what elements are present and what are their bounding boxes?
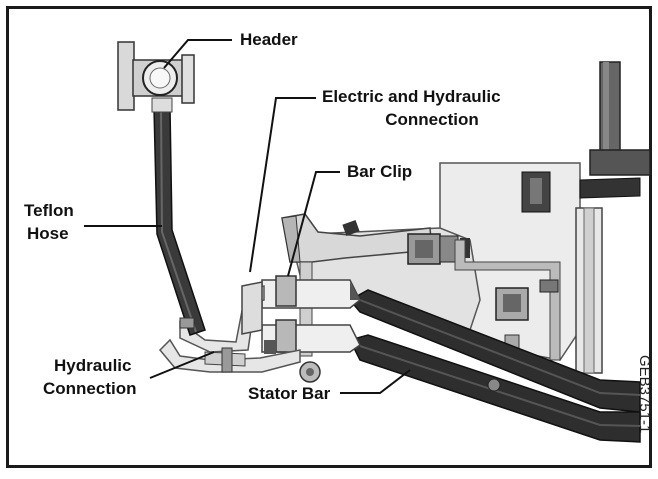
label-teflon-line2: Hose: [27, 224, 69, 243]
leader-bar-clip: [287, 171, 340, 277]
label-bar-clip: Bar Clip: [347, 162, 413, 181]
label-stator-bar: Stator Bar: [248, 384, 331, 403]
leader-stator-bar: [340, 369, 411, 394]
label-header: Header: [240, 30, 298, 49]
leader-electric-hydraulic: [249, 97, 316, 273]
hydraulic-tubing: [158, 281, 301, 373]
label-electric-hydraulic-line1: Electric and Hydraulic: [322, 87, 501, 106]
figure-id: GEB3751-1: [636, 355, 653, 434]
label-electric-hydraulic-line2: Connection: [385, 110, 479, 129]
stator-bars: [348, 289, 641, 443]
leader-lines: [84, 39, 411, 394]
header-manifold: [117, 41, 195, 111]
label-hydraulic-line2: Connection: [43, 379, 137, 398]
water-box: [281, 213, 561, 361]
label-hydraulic-line1: Hydraulic: [54, 356, 132, 375]
leader-header: [163, 39, 232, 69]
teflon-hose: [151, 97, 206, 336]
figure-frame: [6, 6, 652, 468]
leader-hydraulic-connection: [149, 351, 215, 379]
label-teflon-line1: Teflon: [24, 201, 74, 220]
